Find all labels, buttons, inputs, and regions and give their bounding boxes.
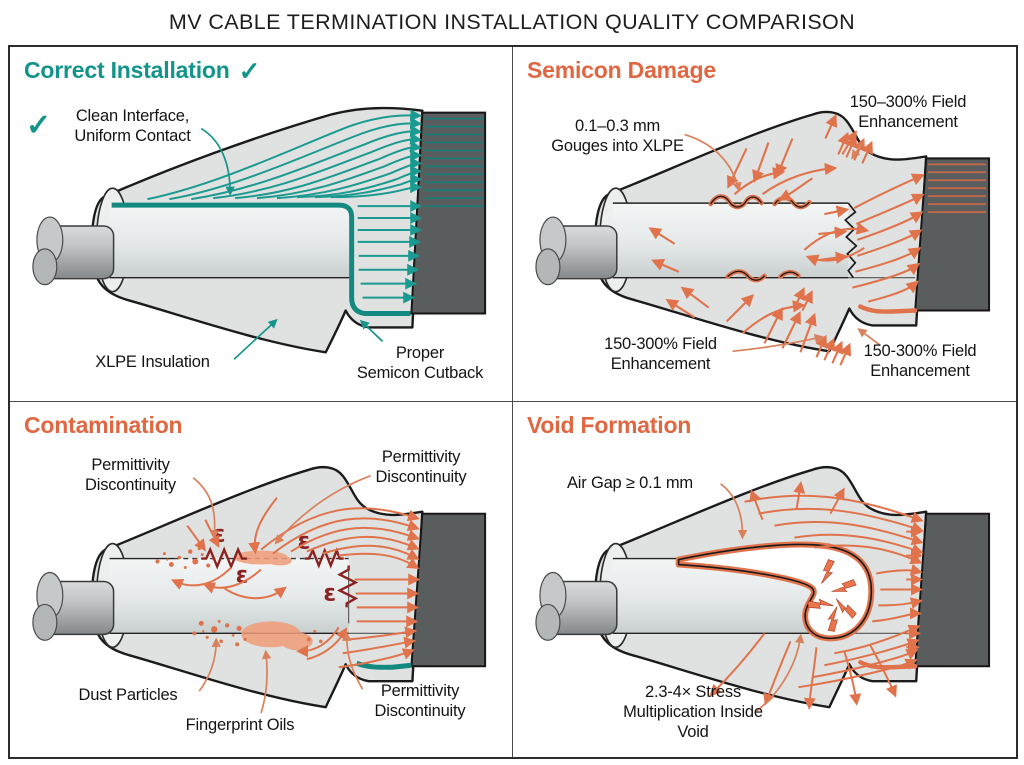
semicon-layer [111, 202, 411, 316]
panel-heading-text: Semicon Damage [527, 57, 716, 83]
correct-installation-diagram [32, 106, 487, 360]
connector-lug [410, 512, 487, 668]
comparison-grid: Correct Installation ✓ ✓ Clean Interface,… [8, 45, 1018, 759]
label-fingerprint-oils: Fingerprint Oils [185, 716, 295, 734]
lug-field-lines [928, 163, 987, 213]
xlpe-insulation [109, 558, 349, 634]
panel-void-formation: Void Formation Air Gap ≥ 0.1 mm 2.3-4× S… [513, 402, 1016, 757]
connector-lug [914, 157, 991, 312]
panel-heading-text: Correct Installation [24, 57, 230, 83]
label-field-enhancement-bottom-right: 150-300% Field Enhancement [863, 342, 977, 380]
xlpe-insulation [612, 203, 849, 278]
panel-heading: Correct Installation ✓ [24, 57, 260, 84]
check-icon: ✓ [238, 55, 261, 86]
field-lines [147, 109, 423, 304]
dust-particles [155, 546, 323, 647]
leader-lines [720, 483, 805, 712]
leader-lines [192, 474, 371, 714]
gouges [708, 194, 812, 283]
damaged-semicon-cutback [858, 304, 918, 314]
label-gouges: 0.1–0.3 mm Gouges into XLPE [551, 117, 684, 155]
panel-correct-installation: Correct Installation ✓ ✓ Clean Interface,… [10, 47, 513, 402]
field-lines [709, 481, 924, 710]
panel-heading: Contamination [24, 412, 183, 439]
label-field-enhancement-top: 150–300% Field Enhancement [849, 93, 967, 131]
conductor [535, 216, 618, 286]
leader-lines [200, 127, 384, 360]
xlpe-insulation [109, 203, 352, 278]
panel-heading: Semicon Damage [527, 57, 716, 84]
label-permittivity-top-right: Permittivity Discontinuity [375, 448, 467, 486]
page-title: MV CABLE TERMINATION INSTALLATION QUALIT… [168, 10, 856, 34]
check-icon: ✓ [26, 109, 52, 142]
epsilon-symbol: ε [323, 580, 336, 606]
permittivity-resistor-symbols [201, 546, 359, 608]
discharge-bolt-icons [807, 559, 857, 632]
semicon-damage-diagram [535, 110, 991, 366]
fingerprint-oil-blobs [234, 550, 313, 651]
label-dust-particles: Dust Particles [78, 686, 178, 704]
panel-heading-text: Void Formation [527, 412, 692, 438]
field-lines [170, 497, 421, 669]
label-xlpe-insulation: XLPE Insulation [95, 353, 210, 371]
label-proper-semicon-cutback: Proper Semicon Cutback [356, 344, 484, 382]
label-clean-interface: Clean Interface, Uniform Contact [74, 107, 191, 145]
leader-lines [684, 133, 881, 353]
panel-heading-text: Contamination [24, 412, 183, 438]
panel-contamination: ε ε ε ε [10, 402, 513, 757]
lug-field-lines [424, 117, 484, 207]
gouged-insulation-edge [844, 202, 858, 279]
label-stress-multiplication: 2.3-4× Stress Multiplication Inside Void [623, 683, 763, 741]
panel-heading: Void Formation [527, 412, 691, 439]
label-field-enhancement-bottom-left: 150-300% Field Enhancement [604, 335, 717, 373]
contamination-diagram: ε ε ε ε [32, 465, 487, 714]
label-permittivity-bottom-right: Permittivity Discontinuity [374, 682, 466, 720]
panel-semicon-damage: Semicon Damage 0.1–0.3 mm Gouges into XL… [513, 47, 1016, 402]
connector-lug [914, 512, 991, 668]
air-void [675, 541, 875, 642]
conductor [32, 216, 115, 286]
epsilon-symbol: ε [236, 562, 249, 588]
label-permittivity-top-left: Permittivity Discontinuity [85, 456, 176, 494]
label-air-gap: Air Gap ≥ 0.1 mm [567, 474, 693, 492]
conductor [32, 571, 115, 641]
conductor [535, 571, 618, 641]
void-formation-diagram [535, 465, 991, 712]
